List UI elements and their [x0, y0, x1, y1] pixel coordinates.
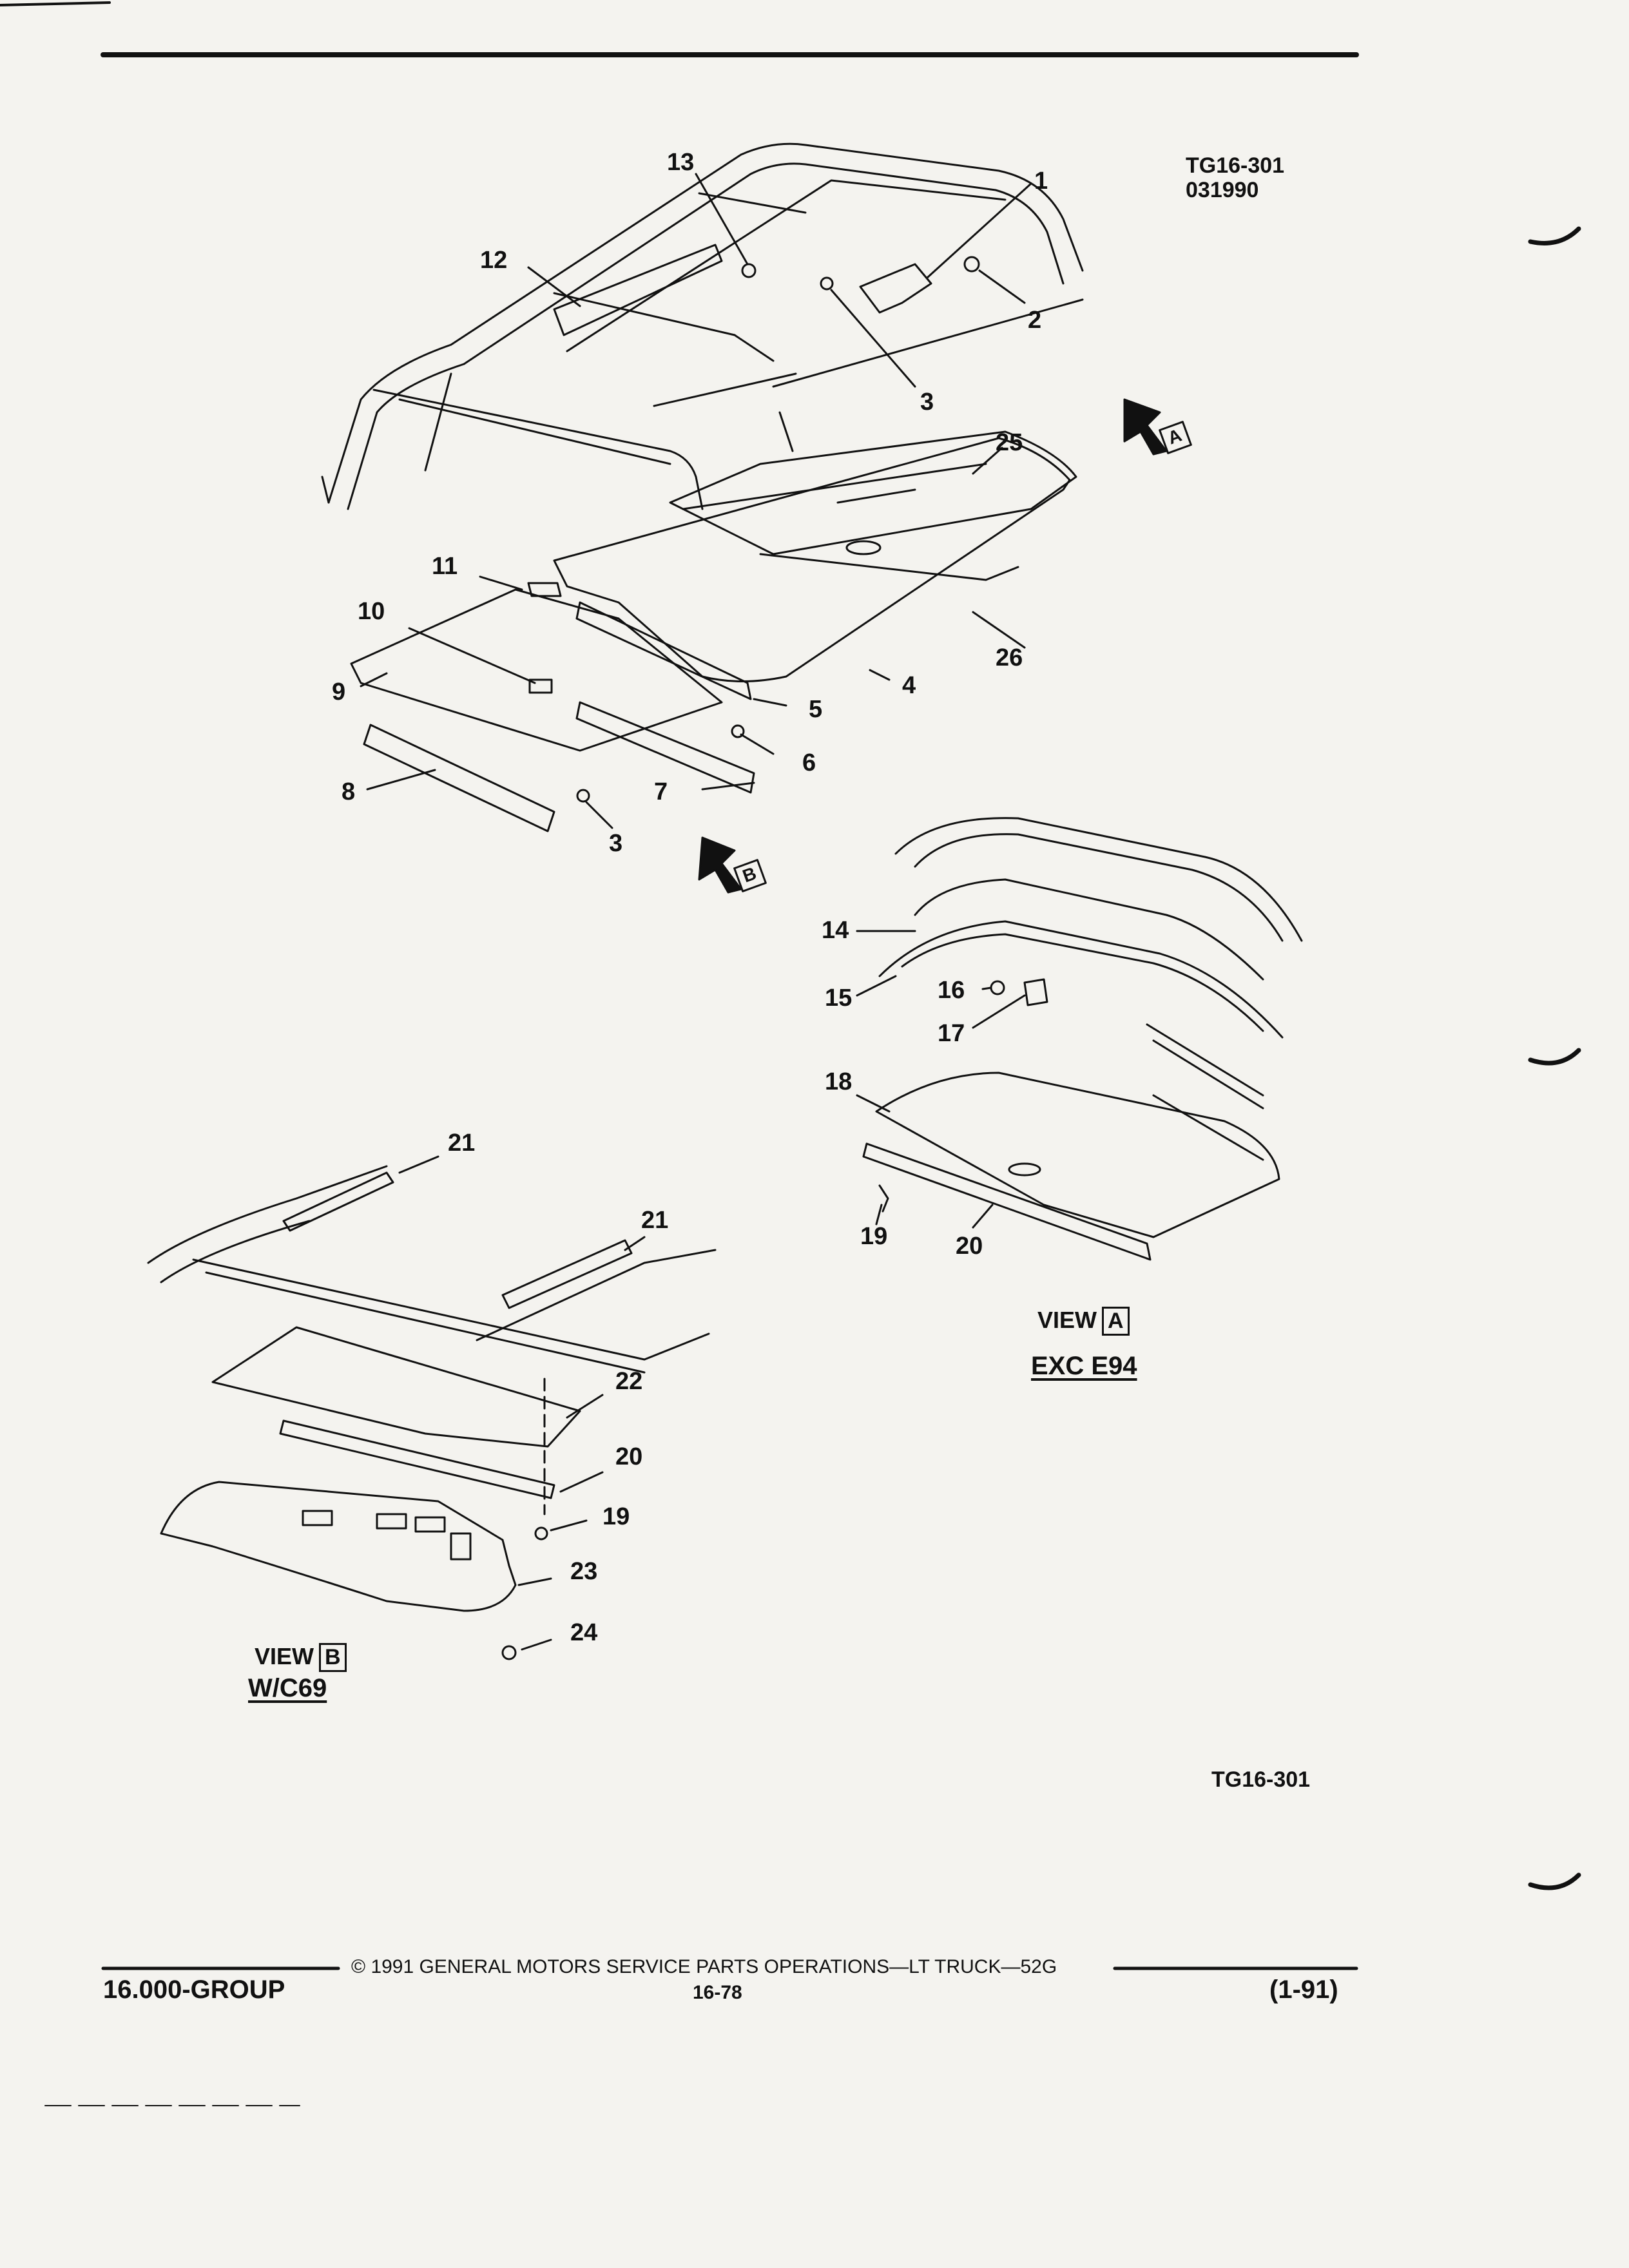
callout-7: 7 [654, 778, 668, 805]
callout-5: 5 [809, 696, 823, 723]
footer-revision: (1-91) [1269, 1975, 1338, 2004]
callout-19-view-a: 19 [860, 1223, 888, 1250]
drawing-code: TG16-301 [1186, 153, 1285, 178]
part-3-screw [820, 276, 834, 291]
callout-12: 12 [480, 247, 508, 274]
part-13-screw [741, 263, 757, 278]
callout-4: 4 [902, 672, 916, 699]
callout-9: 9 [332, 678, 346, 706]
callout-3-top: 3 [920, 389, 934, 416]
part-19b-screw [534, 1526, 548, 1541]
callout-1: 1 [1034, 168, 1048, 195]
part-16-bolt [990, 980, 1005, 995]
callout-21-right: 21 [641, 1207, 669, 1234]
view-a-arrow [1123, 398, 1168, 456]
part-25-panel [669, 430, 1077, 555]
part-21a-rail [282, 1171, 394, 1232]
callout-6: 6 [802, 749, 816, 776]
callout-14: 14 [822, 917, 849, 944]
part-20b-rail [279, 1419, 555, 1499]
binding-mark [1528, 1048, 1581, 1066]
part-5-rail [575, 601, 752, 700]
callout-24: 24 [570, 1619, 598, 1646]
view-a-caption: EXC E94 [1031, 1352, 1137, 1380]
part-9-panel [350, 588, 723, 752]
callout-20-view-b: 20 [615, 1443, 643, 1470]
view-b-arrow [698, 836, 742, 894]
part-24-screw [501, 1645, 517, 1660]
part-22-panel [211, 1326, 581, 1448]
view-b-marker-box [733, 859, 767, 892]
part-14-frame [914, 878, 1264, 981]
part-15-frame [878, 920, 1284, 1039]
part-18-panel [875, 1072, 1280, 1238]
view-b-word: VIEW [255, 1643, 314, 1669]
figure-code: TG16-301 [1211, 1767, 1311, 1792]
part-19-screw [878, 1184, 889, 1213]
footer-group: 16.000-GROUP [103, 1975, 285, 2004]
part-10-clip [528, 678, 553, 694]
view-a-drawing [856, 817, 1303, 1261]
callout-16: 16 [938, 977, 965, 1004]
callout-19-view-b: 19 [602, 1503, 630, 1530]
part-11-clip [527, 582, 562, 597]
footer-page: 16-78 [693, 1982, 742, 2003]
callout-25: 25 [996, 429, 1023, 456]
binding-mark [1528, 226, 1581, 245]
callout-8: 8 [342, 778, 356, 805]
footer-copyright: © 1991 GENERAL MOTORS SERVICE PARTS OPER… [351, 1956, 1057, 1977]
part-1-bracket [859, 263, 932, 314]
callout-18: 18 [825, 1068, 853, 1095]
part-12-rail [553, 244, 723, 336]
part-7-rail [575, 701, 755, 794]
view-b-drawing [147, 1155, 717, 1660]
drawing-date: 031990 [1186, 178, 1259, 202]
callout-13: 13 [667, 149, 695, 176]
roof-upper [321, 142, 1084, 510]
view-a-box: A [1102, 1307, 1130, 1336]
callout-23: 23 [570, 1558, 598, 1585]
callout-11: 11 [432, 553, 458, 580]
headliner-opening [845, 540, 882, 555]
part-20-rail [862, 1142, 1152, 1261]
part-23-console [160, 1481, 517, 1612]
top-left-stub [0, 1, 111, 6]
view-b-box: B [319, 1643, 347, 1673]
callout-20-view-a: 20 [956, 1233, 983, 1260]
part-26-panel [759, 553, 1019, 581]
part-4-headliner [553, 437, 1071, 682]
view-a-marker-box [1159, 421, 1192, 454]
callout-26: 26 [996, 644, 1023, 671]
view-a-word: VIEW [1037, 1307, 1097, 1333]
callout-17: 17 [938, 1020, 965, 1047]
callout-15: 15 [825, 985, 853, 1012]
part-17-clip [1023, 978, 1048, 1006]
callout-22: 22 [615, 1368, 643, 1395]
part-6-screw [731, 724, 745, 738]
part-2-nut [963, 256, 980, 273]
callout-3-lower: 3 [609, 830, 623, 857]
part-3b-screw [576, 789, 590, 803]
callout-10: 10 [358, 598, 385, 625]
callout-21-top: 21 [448, 1129, 476, 1157]
view-b-caption: W/C69 [248, 1674, 327, 1702]
part-8-rail [363, 724, 555, 832]
binding-mark [1528, 1872, 1581, 1890]
callout-2: 2 [1028, 307, 1042, 334]
part-21b-rail [501, 1239, 633, 1309]
